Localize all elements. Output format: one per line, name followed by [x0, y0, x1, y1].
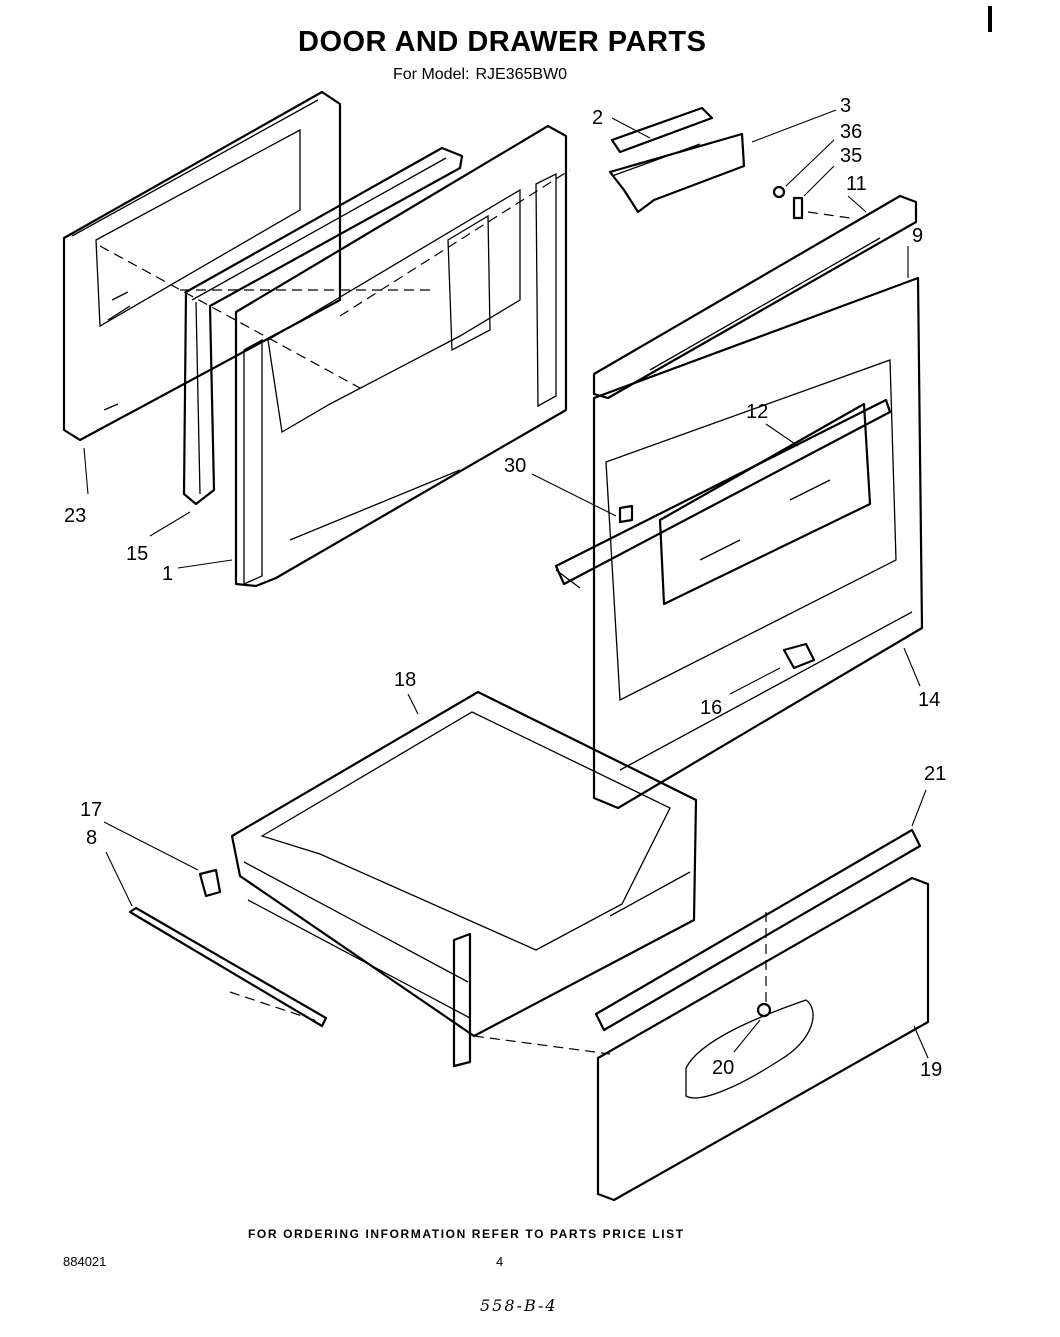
- document-number: 884021: [63, 1254, 107, 1269]
- callout-1: 1: [162, 563, 173, 585]
- handwritten-note: 558-B-4: [480, 1296, 558, 1315]
- callout-12: 12: [746, 401, 768, 423]
- callout-8: 8: [86, 827, 97, 849]
- part-16-catch: [782, 642, 816, 670]
- part-14-door-handle: [554, 398, 892, 589]
- part-11-door-top-trim: [592, 194, 918, 400]
- callout-19: 19: [920, 1059, 942, 1081]
- callout-2: 2: [592, 107, 603, 129]
- callout-14: 14: [918, 689, 940, 711]
- callout-18: 18: [394, 669, 416, 691]
- callout-23: 23: [64, 505, 86, 527]
- callout-30: 30: [504, 455, 526, 477]
- callout-20: 20: [712, 1057, 734, 1079]
- part-1-inner-door-panel: [234, 124, 568, 588]
- part-9-outer-door-frame: [592, 276, 924, 810]
- callout-3: 3: [840, 95, 851, 117]
- part-12-window-screen: [658, 402, 872, 606]
- part-2-hinge-bracket: [610, 106, 714, 177]
- part-21-drawer-front-trim: [594, 828, 922, 1032]
- edge-mark: [988, 6, 992, 32]
- model-prefix: For Model:: [393, 66, 470, 83]
- callout-11: 11: [846, 173, 867, 195]
- callout-21: 21: [924, 763, 946, 785]
- ordering-note: FOR ORDERING INFORMATION REFER TO PARTS …: [248, 1227, 685, 1241]
- callout-36: 36: [840, 121, 862, 143]
- part-19-drawer-front-panel: [596, 876, 930, 1202]
- part-18-drawer-body: [230, 690, 698, 1068]
- part-30-clip: [618, 504, 634, 524]
- part-17-glide-clip: [198, 868, 222, 898]
- part-8-drawer-rail: [128, 906, 328, 1028]
- part-15-door-gasket: [182, 146, 464, 506]
- part-23-outer-door-panel: [62, 90, 342, 442]
- part-3-hinge-channel: [608, 132, 746, 214]
- page-number: 4: [496, 1254, 504, 1269]
- part-20-screw: [756, 1002, 772, 1018]
- page-title: DOOR AND DRAWER PARTS: [298, 26, 707, 58]
- leader-lines: [83, 109, 929, 1059]
- callout-17: 17: [80, 799, 102, 821]
- alignment-lines: [99, 169, 851, 1055]
- model-number: RJE365BW0: [475, 66, 568, 83]
- callout-35: 35: [840, 145, 862, 167]
- model-line: For Model: RJE365BW0: [393, 66, 573, 84]
- callout-15: 15: [126, 543, 148, 565]
- part-36-nut: [772, 185, 786, 199]
- part-35-clip: [792, 196, 804, 220]
- callout-16: 16: [700, 697, 722, 719]
- callout-9: 9: [912, 225, 923, 247]
